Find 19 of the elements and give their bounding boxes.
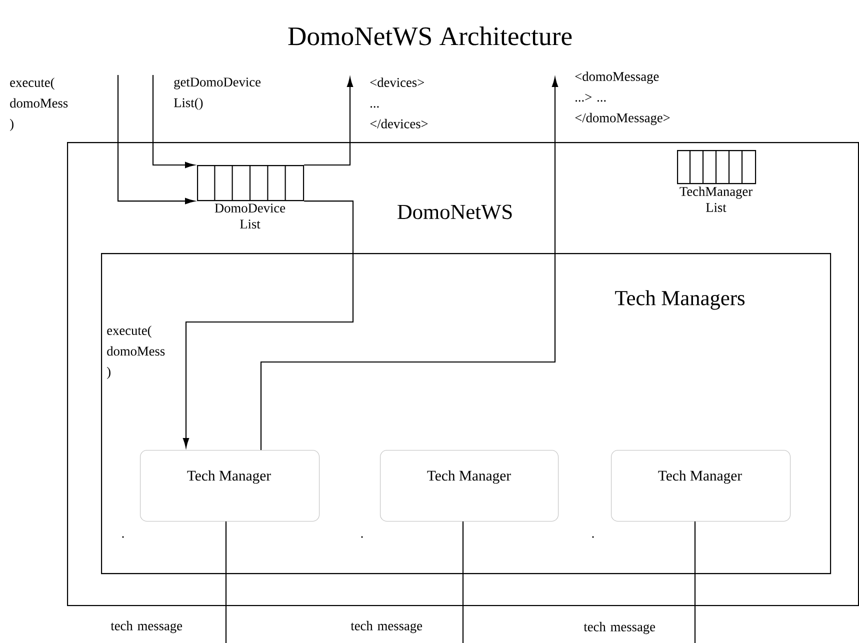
connector-arrow [117, 75, 195, 204]
edge-label: execute( domoMess ) [107, 326, 165, 380]
edge-label: tech message [350, 620, 422, 634]
connector-arrow [182, 200, 354, 448]
edge-label: <domoMessage ...> ... </domoMessage> [575, 72, 670, 126]
connector-arrow [304, 77, 354, 166]
queue-label: DomoDevice List [214, 204, 286, 229]
connector-arrow [152, 75, 195, 168]
manager-box: Tech Manager [380, 450, 559, 522]
edge-label: tech message [584, 622, 656, 634]
manager-box: Tech Manager [611, 450, 791, 522]
queue-label: TechManager List [680, 186, 752, 212]
edge-label: getDomoDevice List() [174, 78, 261, 110]
title: DomoNetWS Architecture [288, 26, 572, 46]
connector-arrow [260, 77, 558, 450]
manager-box: Tech Manager [140, 450, 320, 522]
edge-label: tech message [110, 620, 182, 634]
edge-label: execute( domoMess ) [10, 78, 68, 132]
edge-label: <devices> ... </devices> [370, 78, 428, 128]
